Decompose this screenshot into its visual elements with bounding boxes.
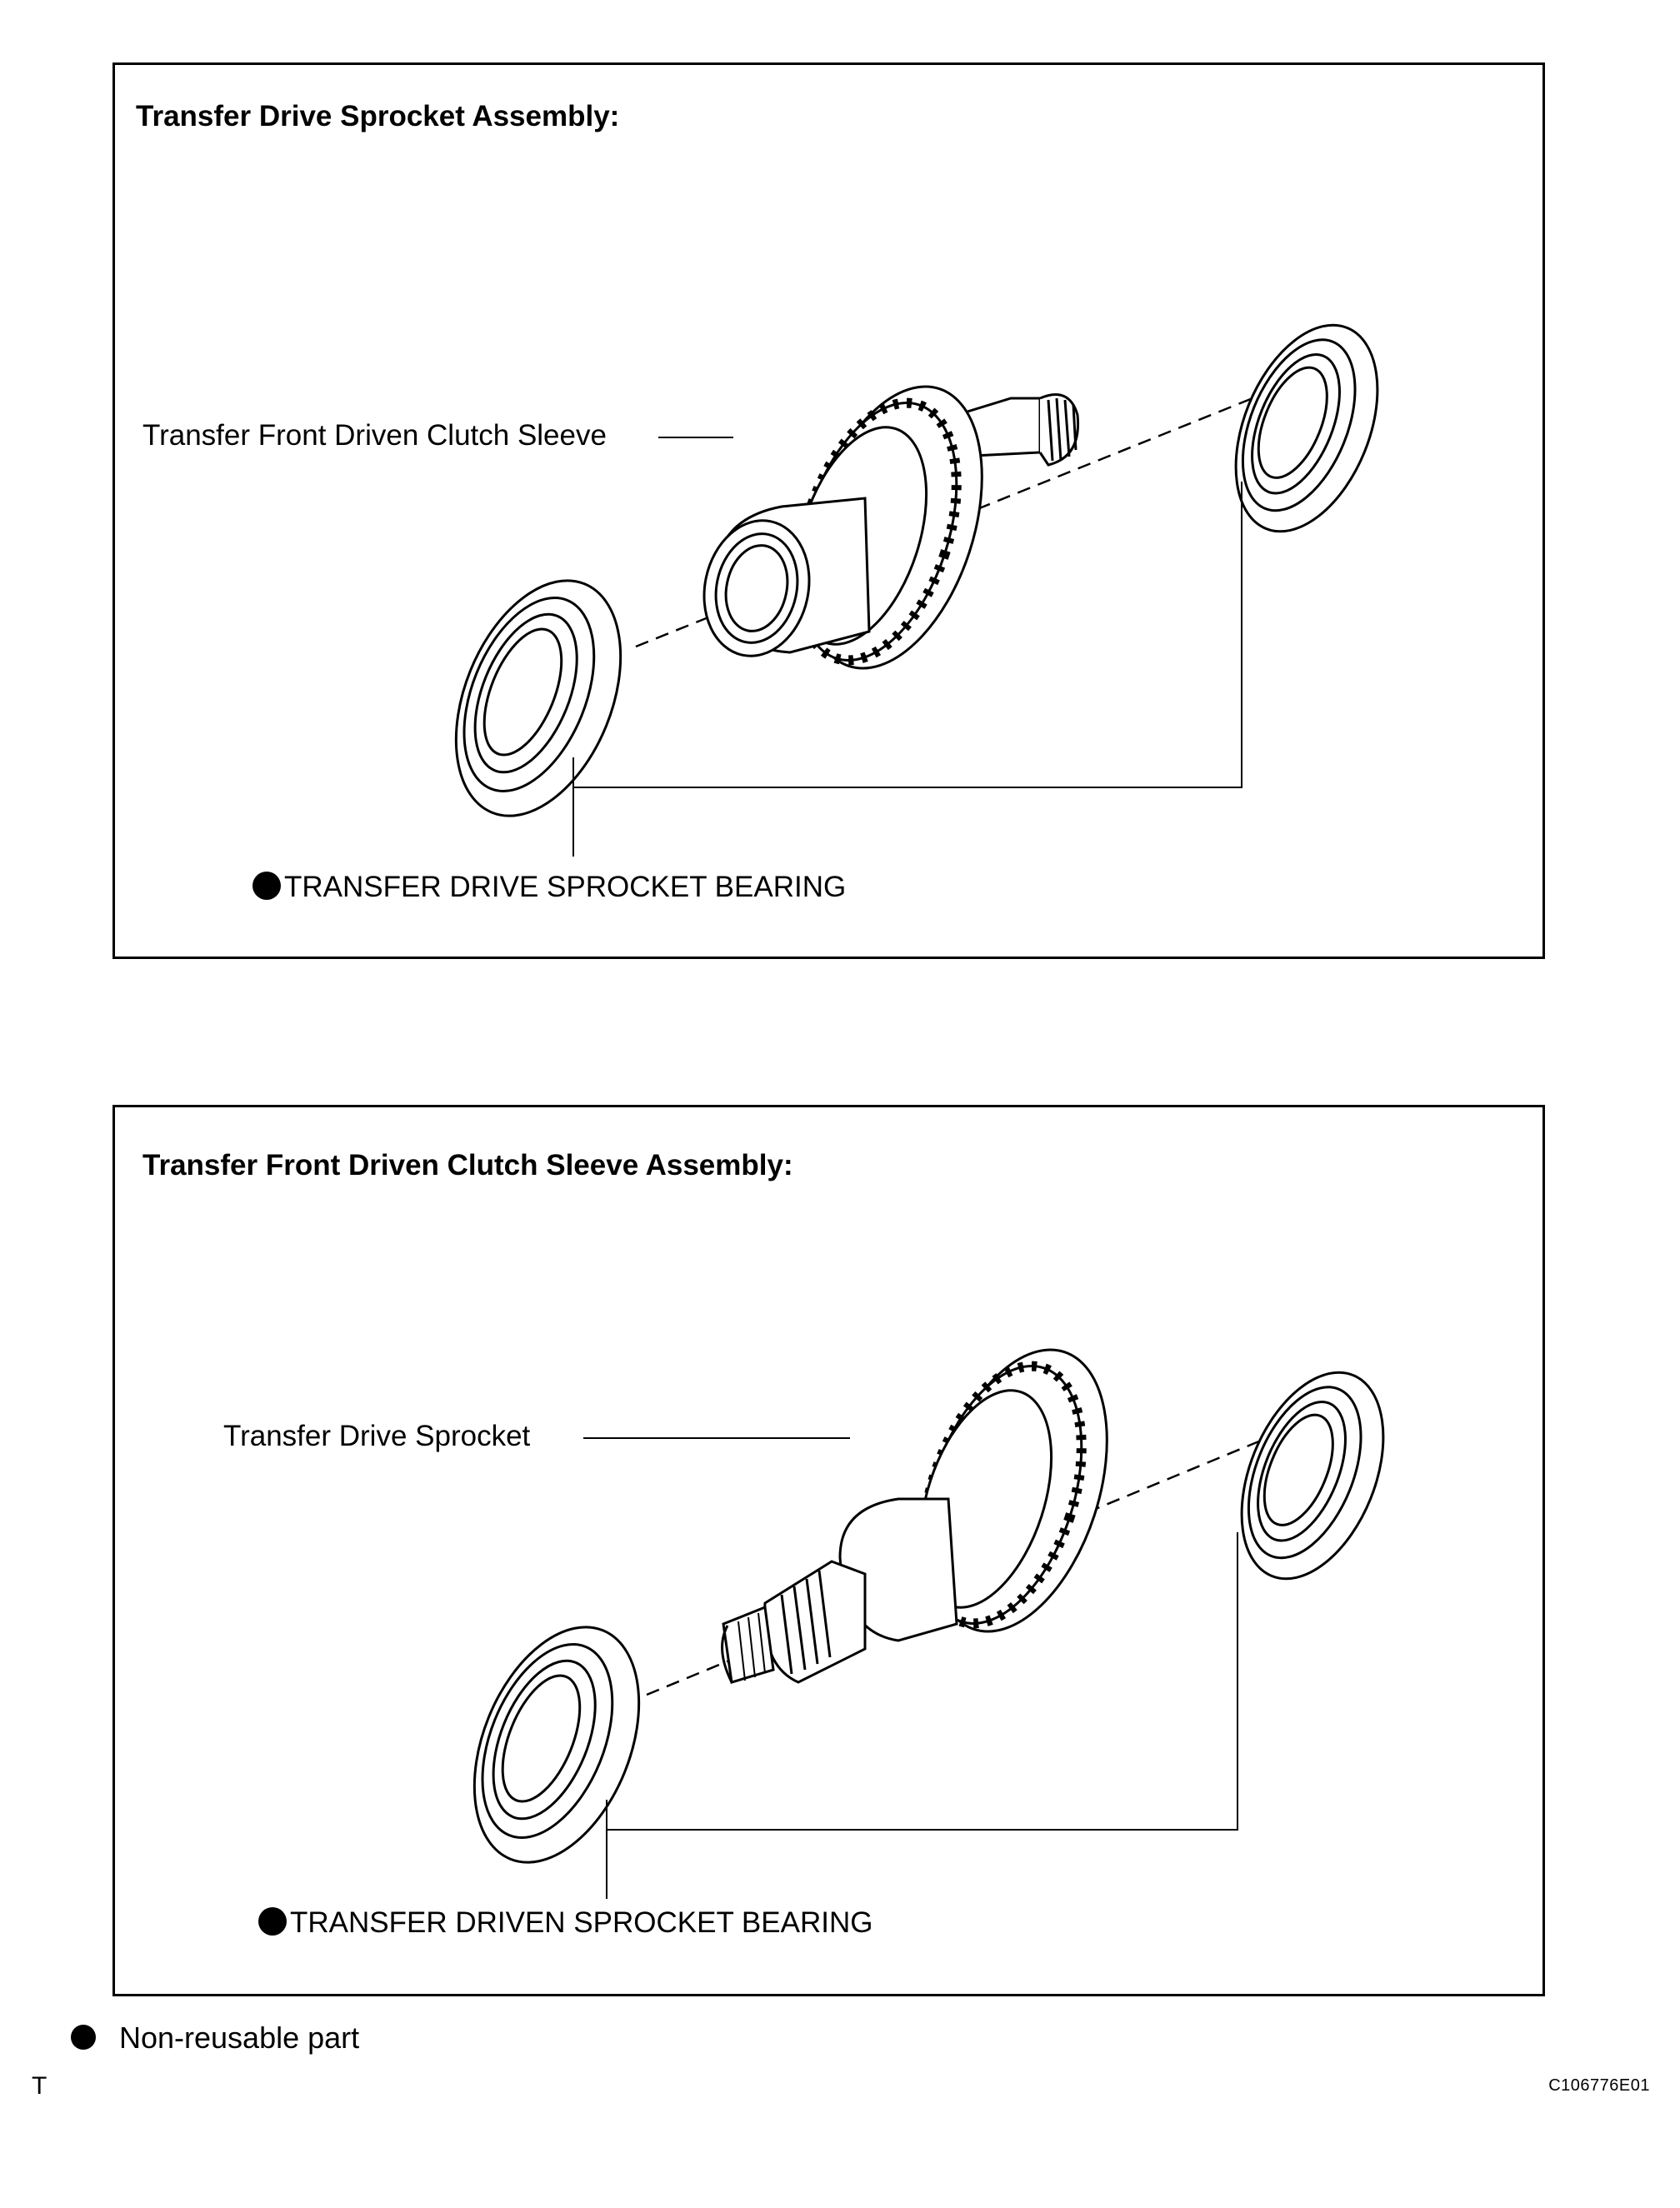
bearing-bracket xyxy=(573,482,1242,788)
filled-circle-icon xyxy=(71,2025,96,2050)
right-bearing xyxy=(1240,1371,1385,1581)
panel-title: Transfer Front Driven Clutch Sleeve Asse… xyxy=(142,1149,793,1181)
page-letter: T xyxy=(32,2072,48,2100)
non-reusable-bullet-icon xyxy=(258,1907,287,1936)
panel-front-driven-clutch-sleeve-assembly: Transfer Front Driven Clutch Sleeve Asse… xyxy=(112,1105,1545,1996)
non-reusable-bullet-icon xyxy=(252,872,281,900)
left-bearing xyxy=(454,579,622,817)
drive-sprocket-gear xyxy=(918,1348,1108,1633)
right-bearing xyxy=(1234,323,1379,533)
legend-text: Non-reusable part xyxy=(119,2021,360,2055)
left-bearing xyxy=(472,1626,641,1864)
callout-driven-sprocket-bearing: TRANSFER DRIVEN SPROCKET BEARING xyxy=(258,1907,872,1937)
exploded-view-drawing xyxy=(454,323,1379,857)
panel-title: Transfer Drive Sprocket Assembly: xyxy=(136,100,620,132)
exploded-view-drawing xyxy=(472,1348,1385,1899)
callout-drive-sprocket-bearing: TRANSFER DRIVE SPROCKET BEARING xyxy=(252,872,846,902)
bearing-bracket xyxy=(607,1532,1238,1831)
legend: Non-reusable part xyxy=(71,2021,359,2056)
clutch-sleeve-gear xyxy=(702,385,983,670)
callout-transfer-drive-sprocket: Transfer Drive Sprocket xyxy=(223,1420,531,1452)
figure-code: C106776E01 xyxy=(1548,2076,1650,2095)
panel-drive-sprocket-assembly: Transfer Drive Sprocket Assembly: xyxy=(112,62,1545,959)
callout-front-driven-clutch-sleeve: Transfer Front Driven Clutch Sleeve xyxy=(142,419,607,452)
drive-sprocket-shaft xyxy=(721,1497,958,1684)
